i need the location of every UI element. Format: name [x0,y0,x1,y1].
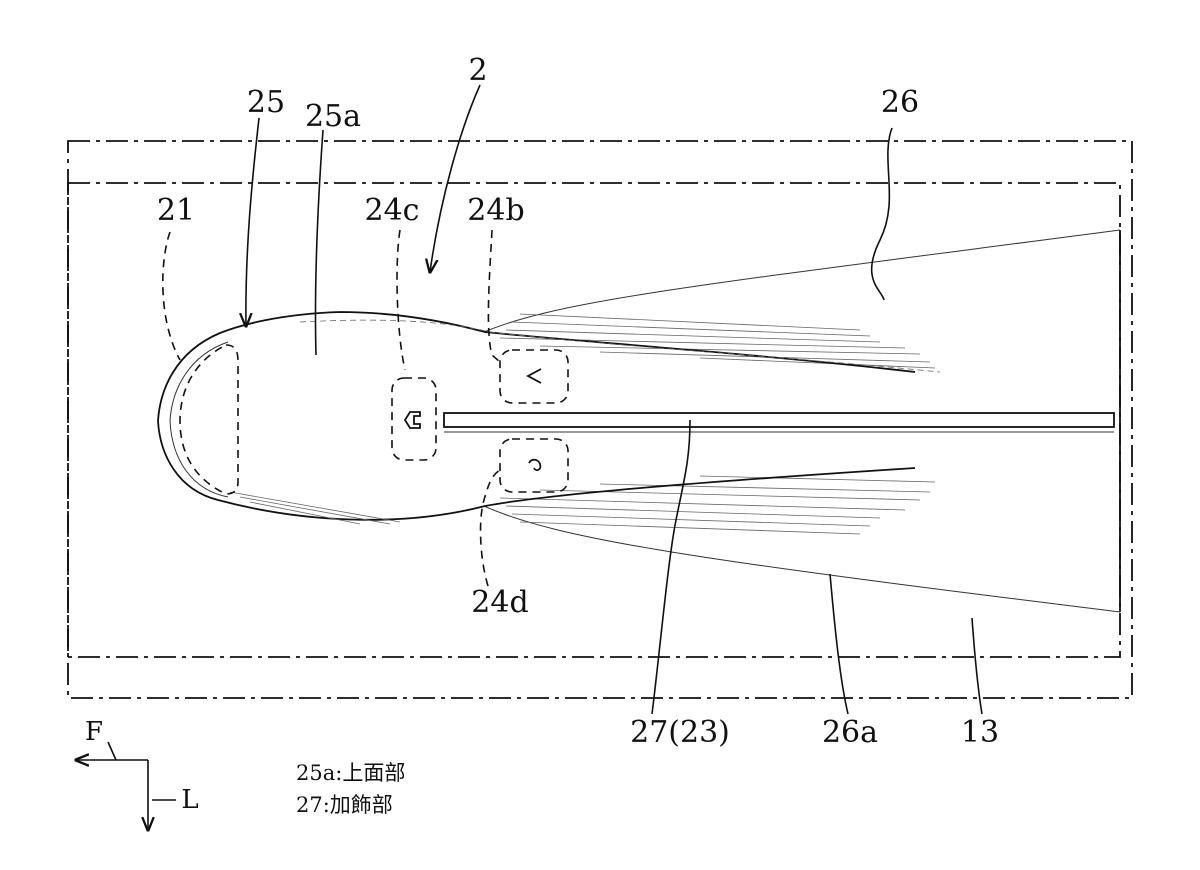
head-part-25 [157,311,941,525]
label-21: 21 [157,193,195,228]
label-24d: 24d [471,585,528,620]
leader-lines [162,84,983,715]
upper-panel-26 [483,229,1121,612]
label-13: 13 [961,715,999,750]
direction-indicator: F L [76,717,199,830]
outer-frame [67,140,1133,699]
label-26a: 26a [822,715,878,750]
switch-24b [499,349,569,404]
front-region-21 [179,344,239,495]
label-27-23: 27(23) [630,715,730,750]
inner-frame [67,182,1121,658]
label-25: 25 [247,85,285,120]
switch-24c [391,377,437,461]
label-24b: 24b [467,193,524,228]
direction-f-label: F [85,717,103,747]
legend-line-27: 27:加飾部 [296,793,393,817]
label-26: 26 [881,85,919,120]
legend-line-25a: 25a:上面部 [296,761,405,785]
label-2: 2 [468,53,487,88]
label-24c: 24c [365,193,420,228]
decoration-strip-27 [443,412,1115,428]
direction-l-label: L [181,785,198,815]
label-25a: 25a [305,99,361,134]
switch-24d [499,438,569,493]
lower-panel-26a [483,475,1121,613]
